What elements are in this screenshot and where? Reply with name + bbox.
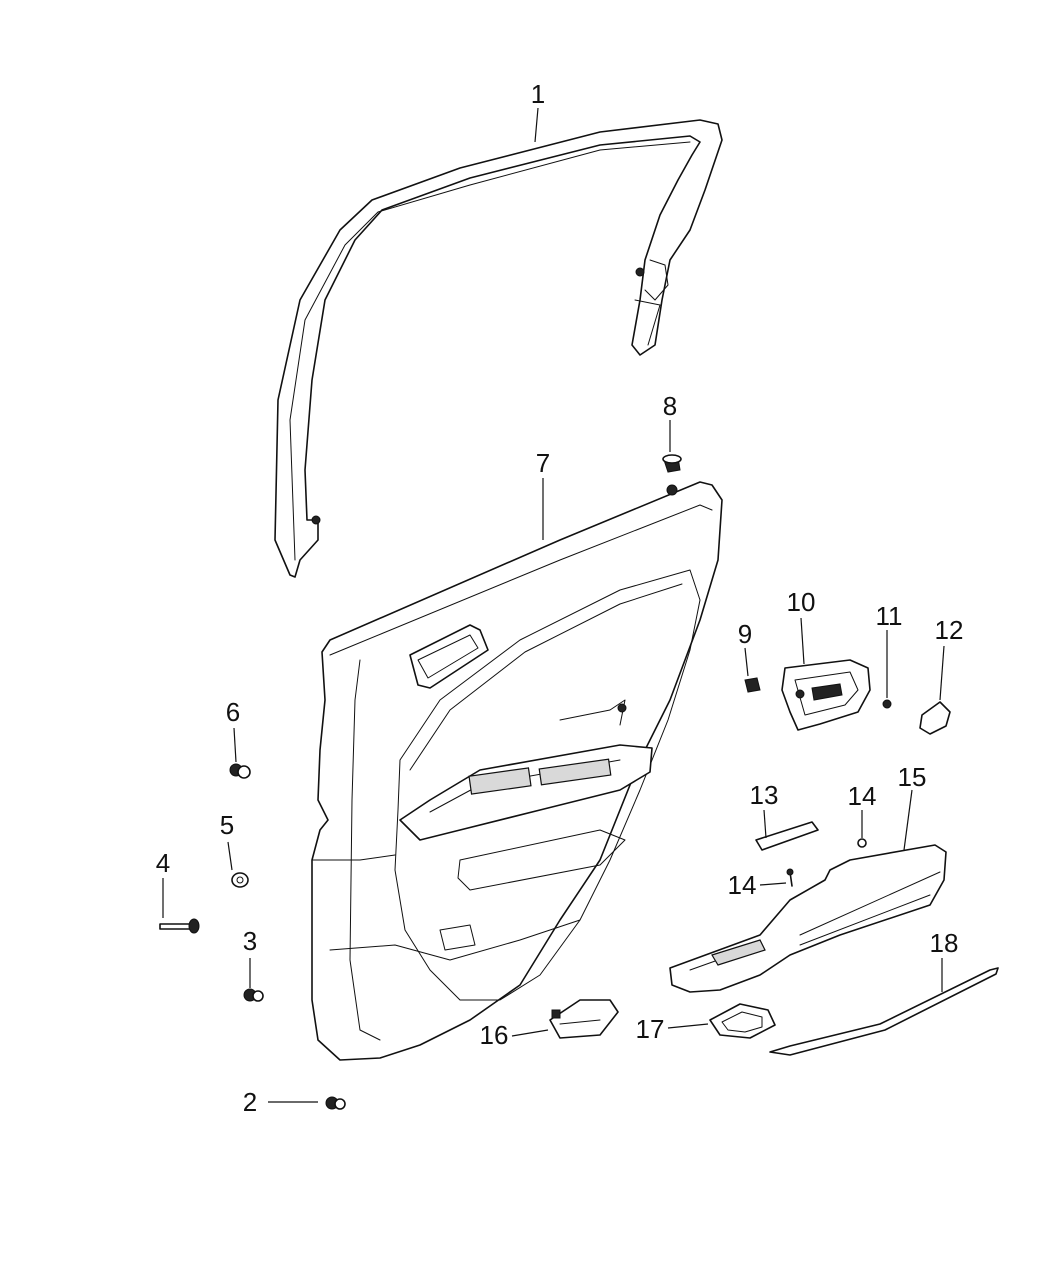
callout-8: 8 [663,391,677,421]
callout-18: 18 [930,928,959,958]
latch-16 [549,999,619,1039]
window-frame-molding [274,119,723,578]
callout-6: 6 [226,697,240,727]
callout-13: 13 [750,780,779,810]
screw-14-lower [786,868,794,887]
armrest-15 [669,844,947,993]
clip-14-upper [857,838,867,848]
callout-12: 12 [935,615,964,645]
callout-5: 5 [220,810,234,840]
weatherstrip-18 [769,967,999,1056]
callout-17: 17 [636,1014,665,1044]
callout-15: 15 [898,762,927,792]
door-trim-panel [311,481,723,1061]
screw-11 [882,699,892,709]
callout-16: 16 [480,1020,509,1050]
callout-9: 9 [738,619,752,649]
callout-2: 2 [243,1087,257,1117]
callout-3: 3 [243,926,257,956]
push-pin-2 [325,1096,346,1110]
push-pin-6 [229,763,251,779]
grommet-5 [231,872,249,888]
callout-14-lower: 14 [728,870,757,900]
clip-8 [662,454,682,473]
cover-12 [919,701,951,735]
callout-10: 10 [787,587,816,617]
nut-9 [744,677,761,693]
inside-handle-10 [781,659,871,731]
trim-strip-13 [755,821,819,851]
callout-labels: 1 2 3 4 5 6 7 8 9 10 11 12 13 14 14 15 1… [156,79,964,1117]
leader-lines [162,107,945,1103]
callout-1: 1 [531,79,545,109]
screw-4 [159,918,200,934]
callout-11: 11 [876,601,903,631]
callout-7: 7 [536,448,550,478]
callout-14-upper: 14 [848,781,877,811]
bezel-17 [709,1003,776,1039]
callout-4: 4 [156,848,170,878]
push-pin-3 [243,988,264,1002]
